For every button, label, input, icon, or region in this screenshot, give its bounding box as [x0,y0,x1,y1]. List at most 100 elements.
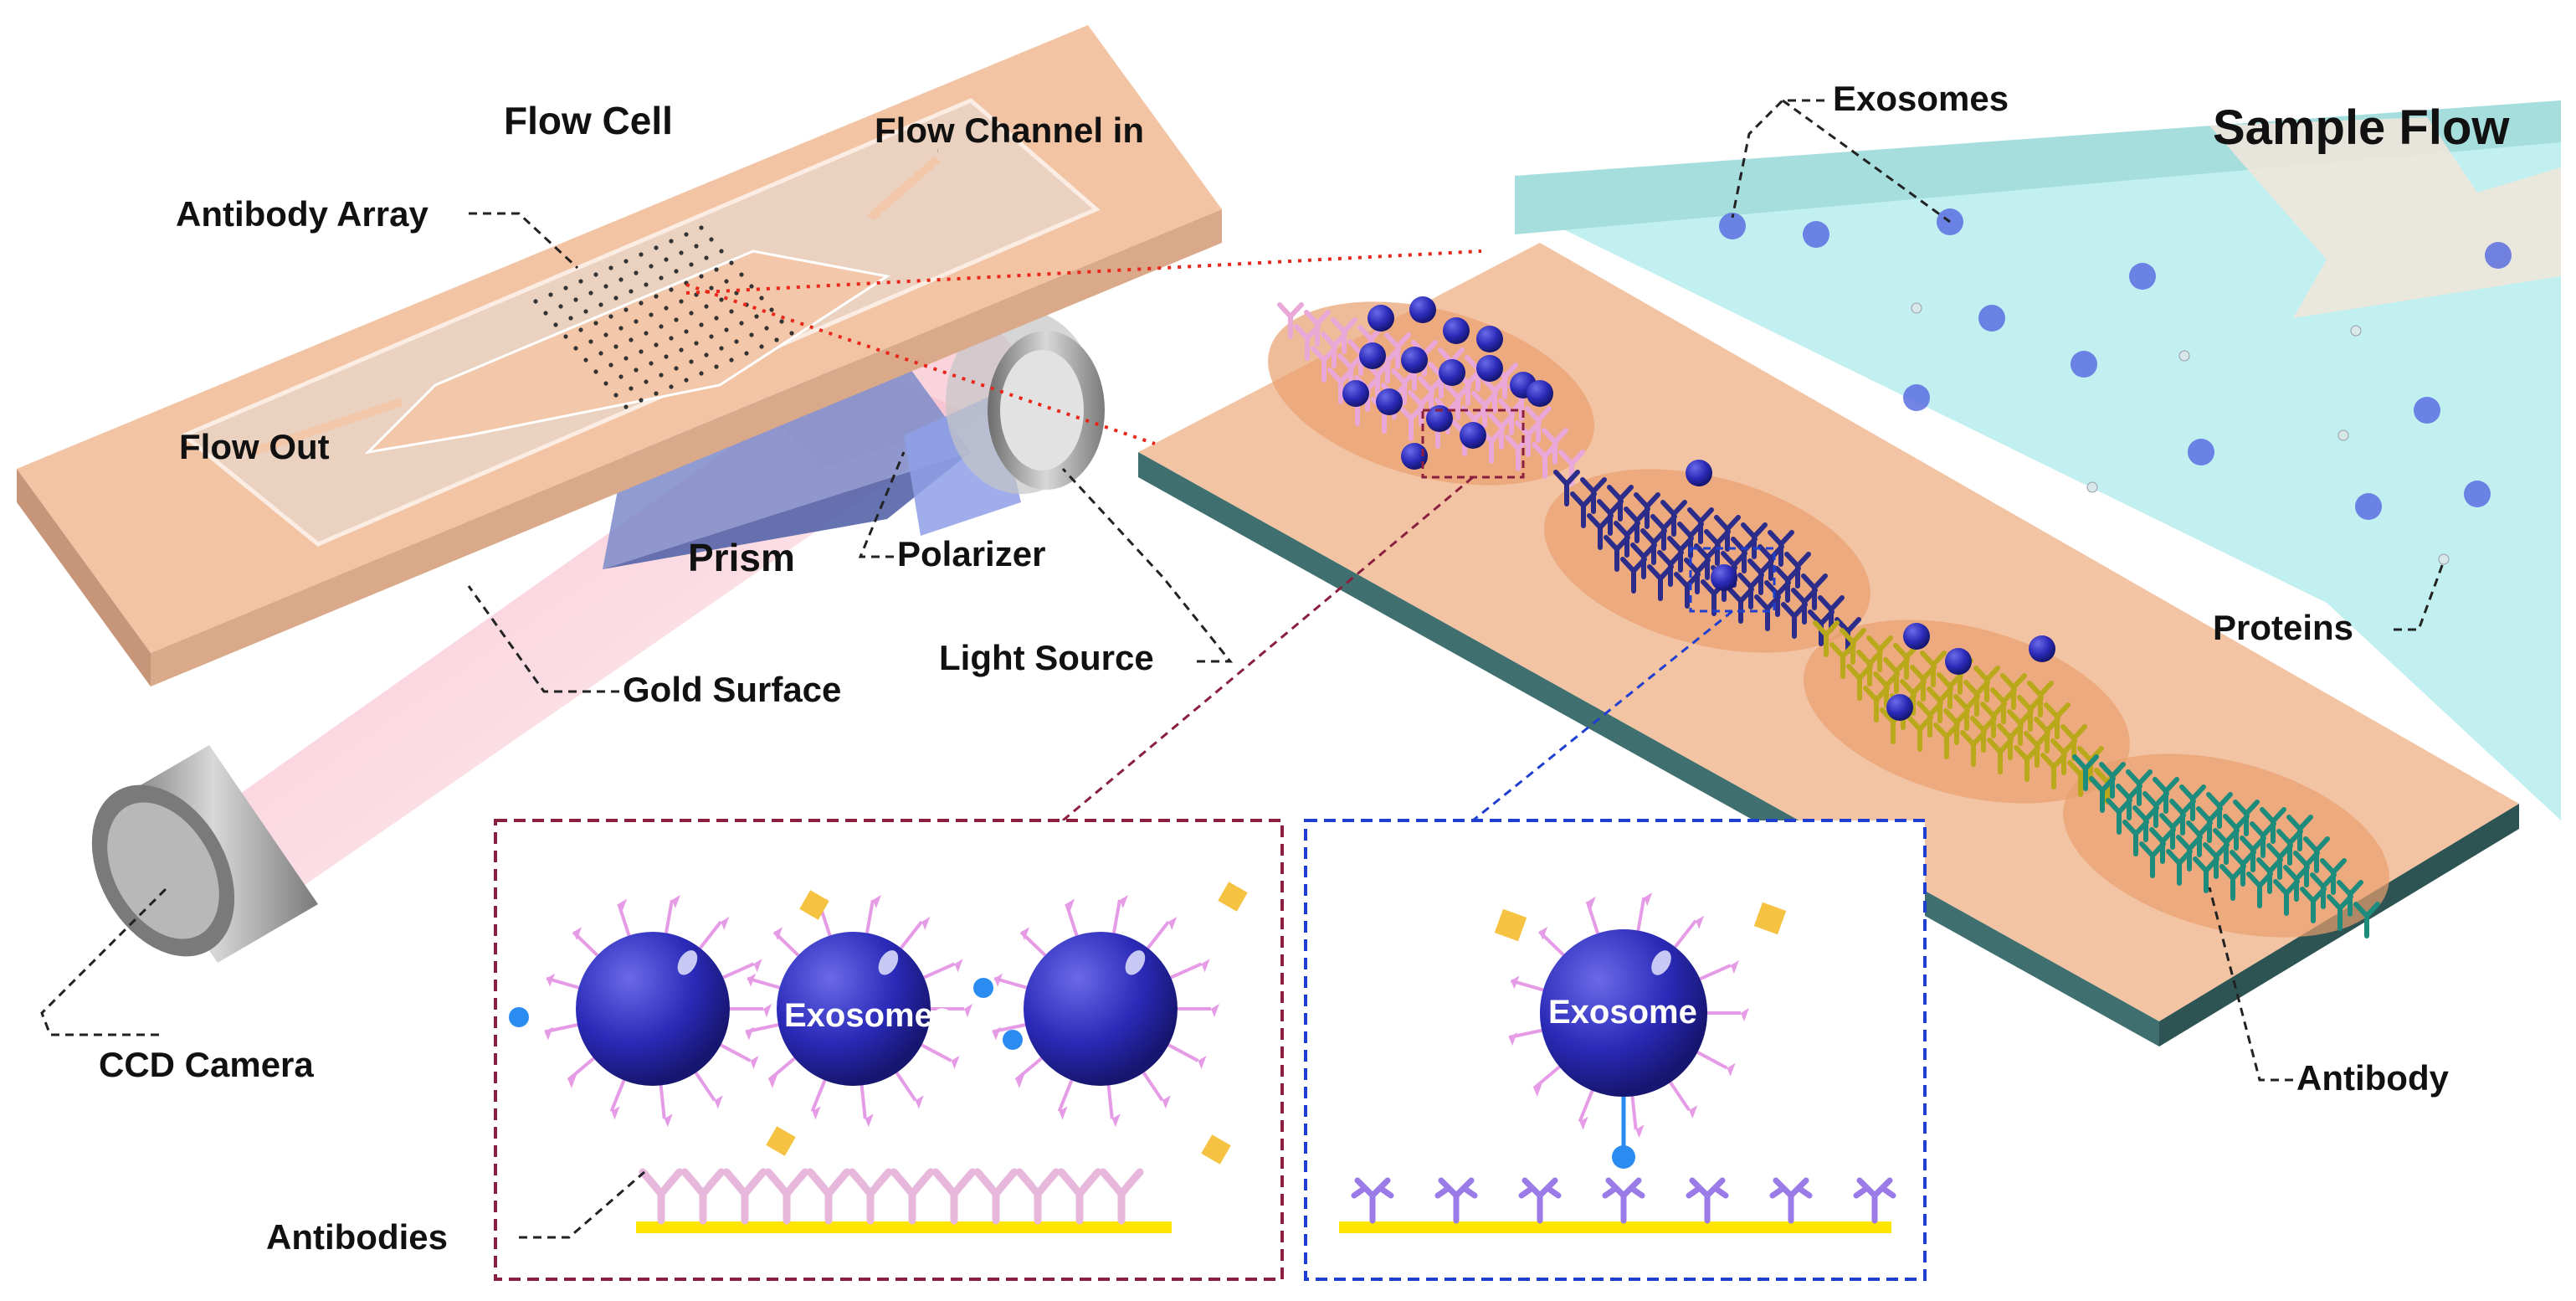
array-dot [669,239,674,244]
protein [2350,325,2362,337]
array-dot [623,259,629,264]
protein [2438,553,2450,565]
array-dot [608,265,613,270]
array-dot [709,237,714,242]
label-sample-flow: Sample Flow [2213,100,2510,155]
array-dot [689,359,694,364]
array-dot [754,314,759,319]
membrane-protein-tip [1201,959,1210,973]
free-exosome [1903,384,1930,411]
array-dot [629,289,634,294]
prism-face [603,452,971,569]
membrane-protein-tip [753,959,762,973]
blue-marker [973,978,993,998]
bound-exosome [1903,623,1930,650]
free-particles [1719,208,2512,565]
bound-exosome [1443,317,1470,344]
free-exosome [2464,481,2491,507]
array-dot [769,307,774,312]
blue-marker [509,1007,529,1027]
array-dot [588,339,593,344]
membrane-protein [1696,1051,1728,1070]
array-dot [749,332,754,337]
leader-gold-surface [467,585,619,693]
array-dot [734,339,739,344]
array-dot [654,245,659,250]
array-dot [659,324,664,329]
membrane-protein-tip [1509,1032,1518,1046]
array-dot [739,272,744,277]
membrane-protein-tip [745,1026,754,1041]
membrane-protein [665,899,674,933]
array-dot [704,304,709,309]
array-dot [644,379,649,384]
membrane-protein [895,1072,917,1102]
array-dot [669,384,674,389]
flow-channel [364,249,890,455]
membrane-protein-tip [915,1095,924,1109]
array-dot [664,257,669,262]
label-flow-cell: Flow Cell [504,99,673,142]
membrane-protein-tip [1727,1062,1736,1077]
membrane-protein [1142,1072,1164,1102]
membrane-protein-tip [1635,1124,1645,1139]
highlight [1651,950,1671,975]
array-dot [623,356,629,361]
membrane-protein-tip [768,1074,777,1088]
membrane-protein-tip [1211,1004,1219,1017]
array-dot [578,279,583,284]
label-light-source: Light Source [939,638,1154,677]
array-dot [724,327,729,332]
protein [1911,302,1922,314]
protein [2086,481,2098,493]
array-dot [573,297,578,302]
array-dot [563,334,568,339]
membrane-protein [694,1072,716,1102]
yellow-marker [799,890,829,920]
free-exosome [1719,213,1746,239]
array-dot [679,299,684,304]
yellow-marker [1753,902,1787,935]
membrane-protein [810,1079,827,1113]
bound-exosome [1376,388,1403,415]
label-polarizer: Polarizer [897,534,1045,573]
array-dot [684,378,689,383]
membrane-protein [1673,919,1697,949]
array-dot [709,334,714,339]
bound-exosome [1886,694,1913,721]
array-dot [634,270,639,275]
membrane-protein-tip [872,895,881,909]
yellow-marker [766,1126,796,1156]
free-exosome [1803,221,1829,248]
membrane-protein-tip [573,927,582,941]
array-dot [644,282,649,287]
membrane-protein [1112,899,1121,933]
highlight [1125,950,1146,975]
membrane-protein [1669,1081,1691,1112]
membrane-protein [567,1057,595,1082]
array-dot [759,344,764,349]
array-dot [684,232,689,237]
membrane-protein-tip [544,1026,553,1041]
bound-exosome [1711,564,1737,591]
array-dot [608,314,613,319]
membrane-protein [900,920,923,949]
membrane-protein [1170,962,1203,980]
membrane-protein-tip [1511,975,1520,990]
membrane-protein-tip [747,973,757,987]
free-exosome [1978,305,2005,332]
bound-exosome [1401,347,1428,373]
membrane-protein [1699,964,1732,981]
leader-exosomes [1731,99,1951,224]
membrane-protein [865,899,875,933]
light-source [946,310,1105,494]
array-dot [613,296,618,301]
membrane-protein-tip [1168,916,1178,930]
membrane-protein-tip [1539,926,1548,940]
highlight [677,950,698,975]
blue-marker [1612,1145,1635,1169]
array-dot [694,341,699,346]
membrane-protein-tip [1111,1113,1121,1128]
zoom-line-bottom [685,283,1156,445]
flow-channel-in-line [867,156,941,221]
